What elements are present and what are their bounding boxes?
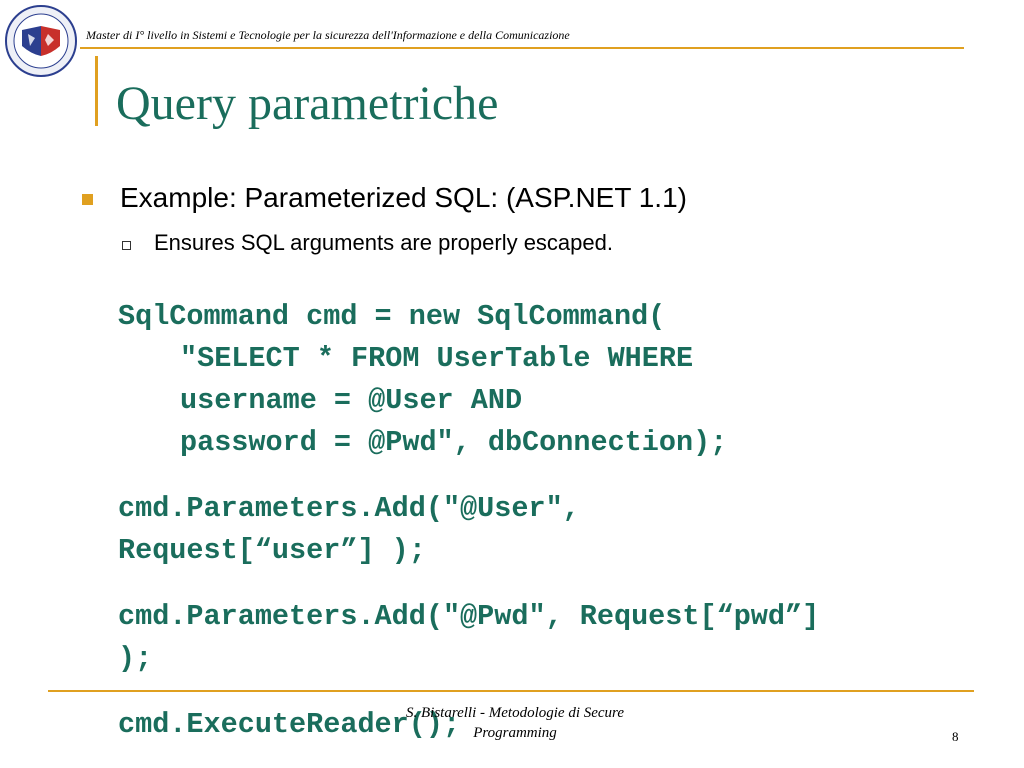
footer-author-line: Programming — [473, 725, 557, 741]
footer-author: S. Bistarelli - Metodologie di Secure Pr… — [360, 703, 670, 743]
code-line: username = @User AND — [180, 384, 523, 417]
code-line: cmd.Parameters.Add("@Pwd", Request[“pwd”… — [118, 600, 820, 633]
code-line: password = @Pwd", dbConnection); — [180, 426, 728, 459]
bullet-text: Example: Parameterized SQL: (ASP.NET 1.1… — [120, 182, 687, 213]
course-header: Master di I° livello in Sistemi e Tecnol… — [86, 28, 570, 42]
header-divider — [80, 47, 964, 49]
square-bullet-icon — [82, 194, 93, 205]
code-line: cmd.Parameters.Add("@User", — [118, 492, 580, 525]
university-seal-icon — [4, 4, 78, 78]
sub-bullet-text: Ensures SQL arguments are properly escap… — [154, 230, 613, 255]
slide-title: Query parametriche — [116, 77, 499, 130]
title-accent-bar — [95, 56, 98, 126]
code-line: ); — [118, 642, 153, 675]
code-block: SqlCommand cmd = new SqlCommand( "SELECT… — [118, 296, 819, 746]
code-line: "SELECT * FROM UserTable WHERE — [180, 342, 694, 375]
page-number: 8 — [952, 729, 959, 744]
code-line: cmd.ExecuteReader(); — [118, 708, 461, 741]
code-line: SqlCommand cmd = new SqlCommand( — [118, 300, 666, 333]
footer-divider — [48, 690, 974, 692]
hollow-square-bullet-icon — [122, 241, 131, 250]
footer-author-line: S. Bistarelli - Metodologie di Secure — [405, 705, 624, 721]
code-line: Request[“user”] ); — [118, 534, 426, 567]
